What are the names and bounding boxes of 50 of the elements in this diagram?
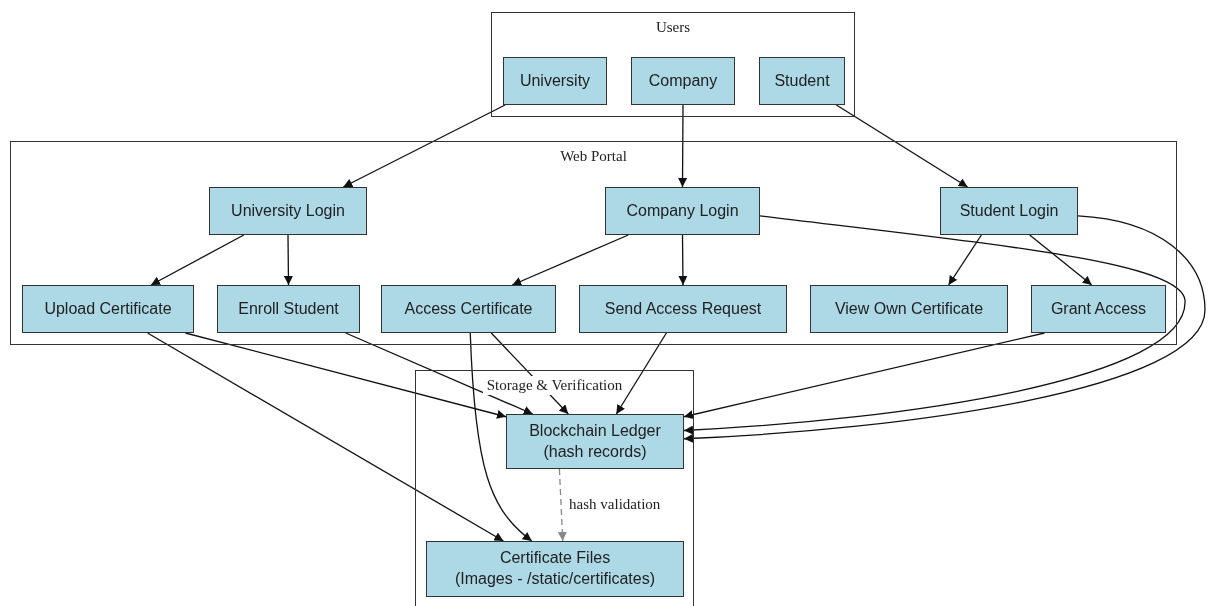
arrow [947, 234, 983, 286]
arrow [683, 332, 1046, 420]
process-box [426, 541, 684, 597]
arrow [1029, 234, 1093, 286]
process-box [381, 285, 556, 333]
process-box [209, 187, 367, 235]
group-frame [491, 12, 855, 117]
group-frame [415, 370, 694, 606]
arrow [615, 332, 667, 415]
box-label: Access Certificate [403, 298, 534, 319]
box-label: Upload Certificate [43, 298, 173, 319]
box-label: (Images - /static/certificates) [453, 569, 656, 589]
box-label: View Own Certificate [833, 298, 985, 319]
box-label: University [518, 70, 592, 91]
arrow [342, 104, 506, 188]
process-box [503, 57, 607, 105]
arrow [678, 104, 688, 188]
arrow [511, 234, 629, 286]
process-box [1031, 285, 1166, 333]
box-label: Certificate Files [498, 548, 612, 569]
box-label: Send Access Request [603, 298, 763, 319]
arrow [283, 234, 293, 286]
arrow [345, 332, 534, 415]
group-frame [10, 141, 1177, 345]
box-label: (hash records) [542, 441, 648, 462]
arrow [146, 332, 505, 542]
process-box [605, 187, 760, 235]
edge-label: hash validation [569, 497, 661, 512]
arrow [678, 234, 688, 286]
arrow [835, 104, 969, 188]
box-label: Blockchain Ledger [528, 420, 662, 441]
process-box [22, 285, 194, 333]
box-label: University Login [230, 200, 346, 221]
arrow [184, 332, 507, 419]
process-box [579, 285, 787, 333]
process-box [506, 414, 684, 469]
arrow [469, 332, 533, 542]
process-box [940, 187, 1078, 235]
box-label: Company [647, 70, 719, 91]
box-label: Enroll Student [237, 298, 340, 319]
process-box [631, 57, 735, 105]
process-box [217, 285, 360, 333]
arrow [150, 234, 245, 286]
box-label: Student [773, 70, 831, 91]
process-box [759, 57, 845, 105]
process-box [810, 285, 1008, 333]
box-label: Student Login [958, 200, 1060, 221]
dashed-arrow [557, 468, 567, 542]
box-label: Company Login [625, 200, 740, 221]
box-label: Grant Access [1049, 298, 1148, 319]
